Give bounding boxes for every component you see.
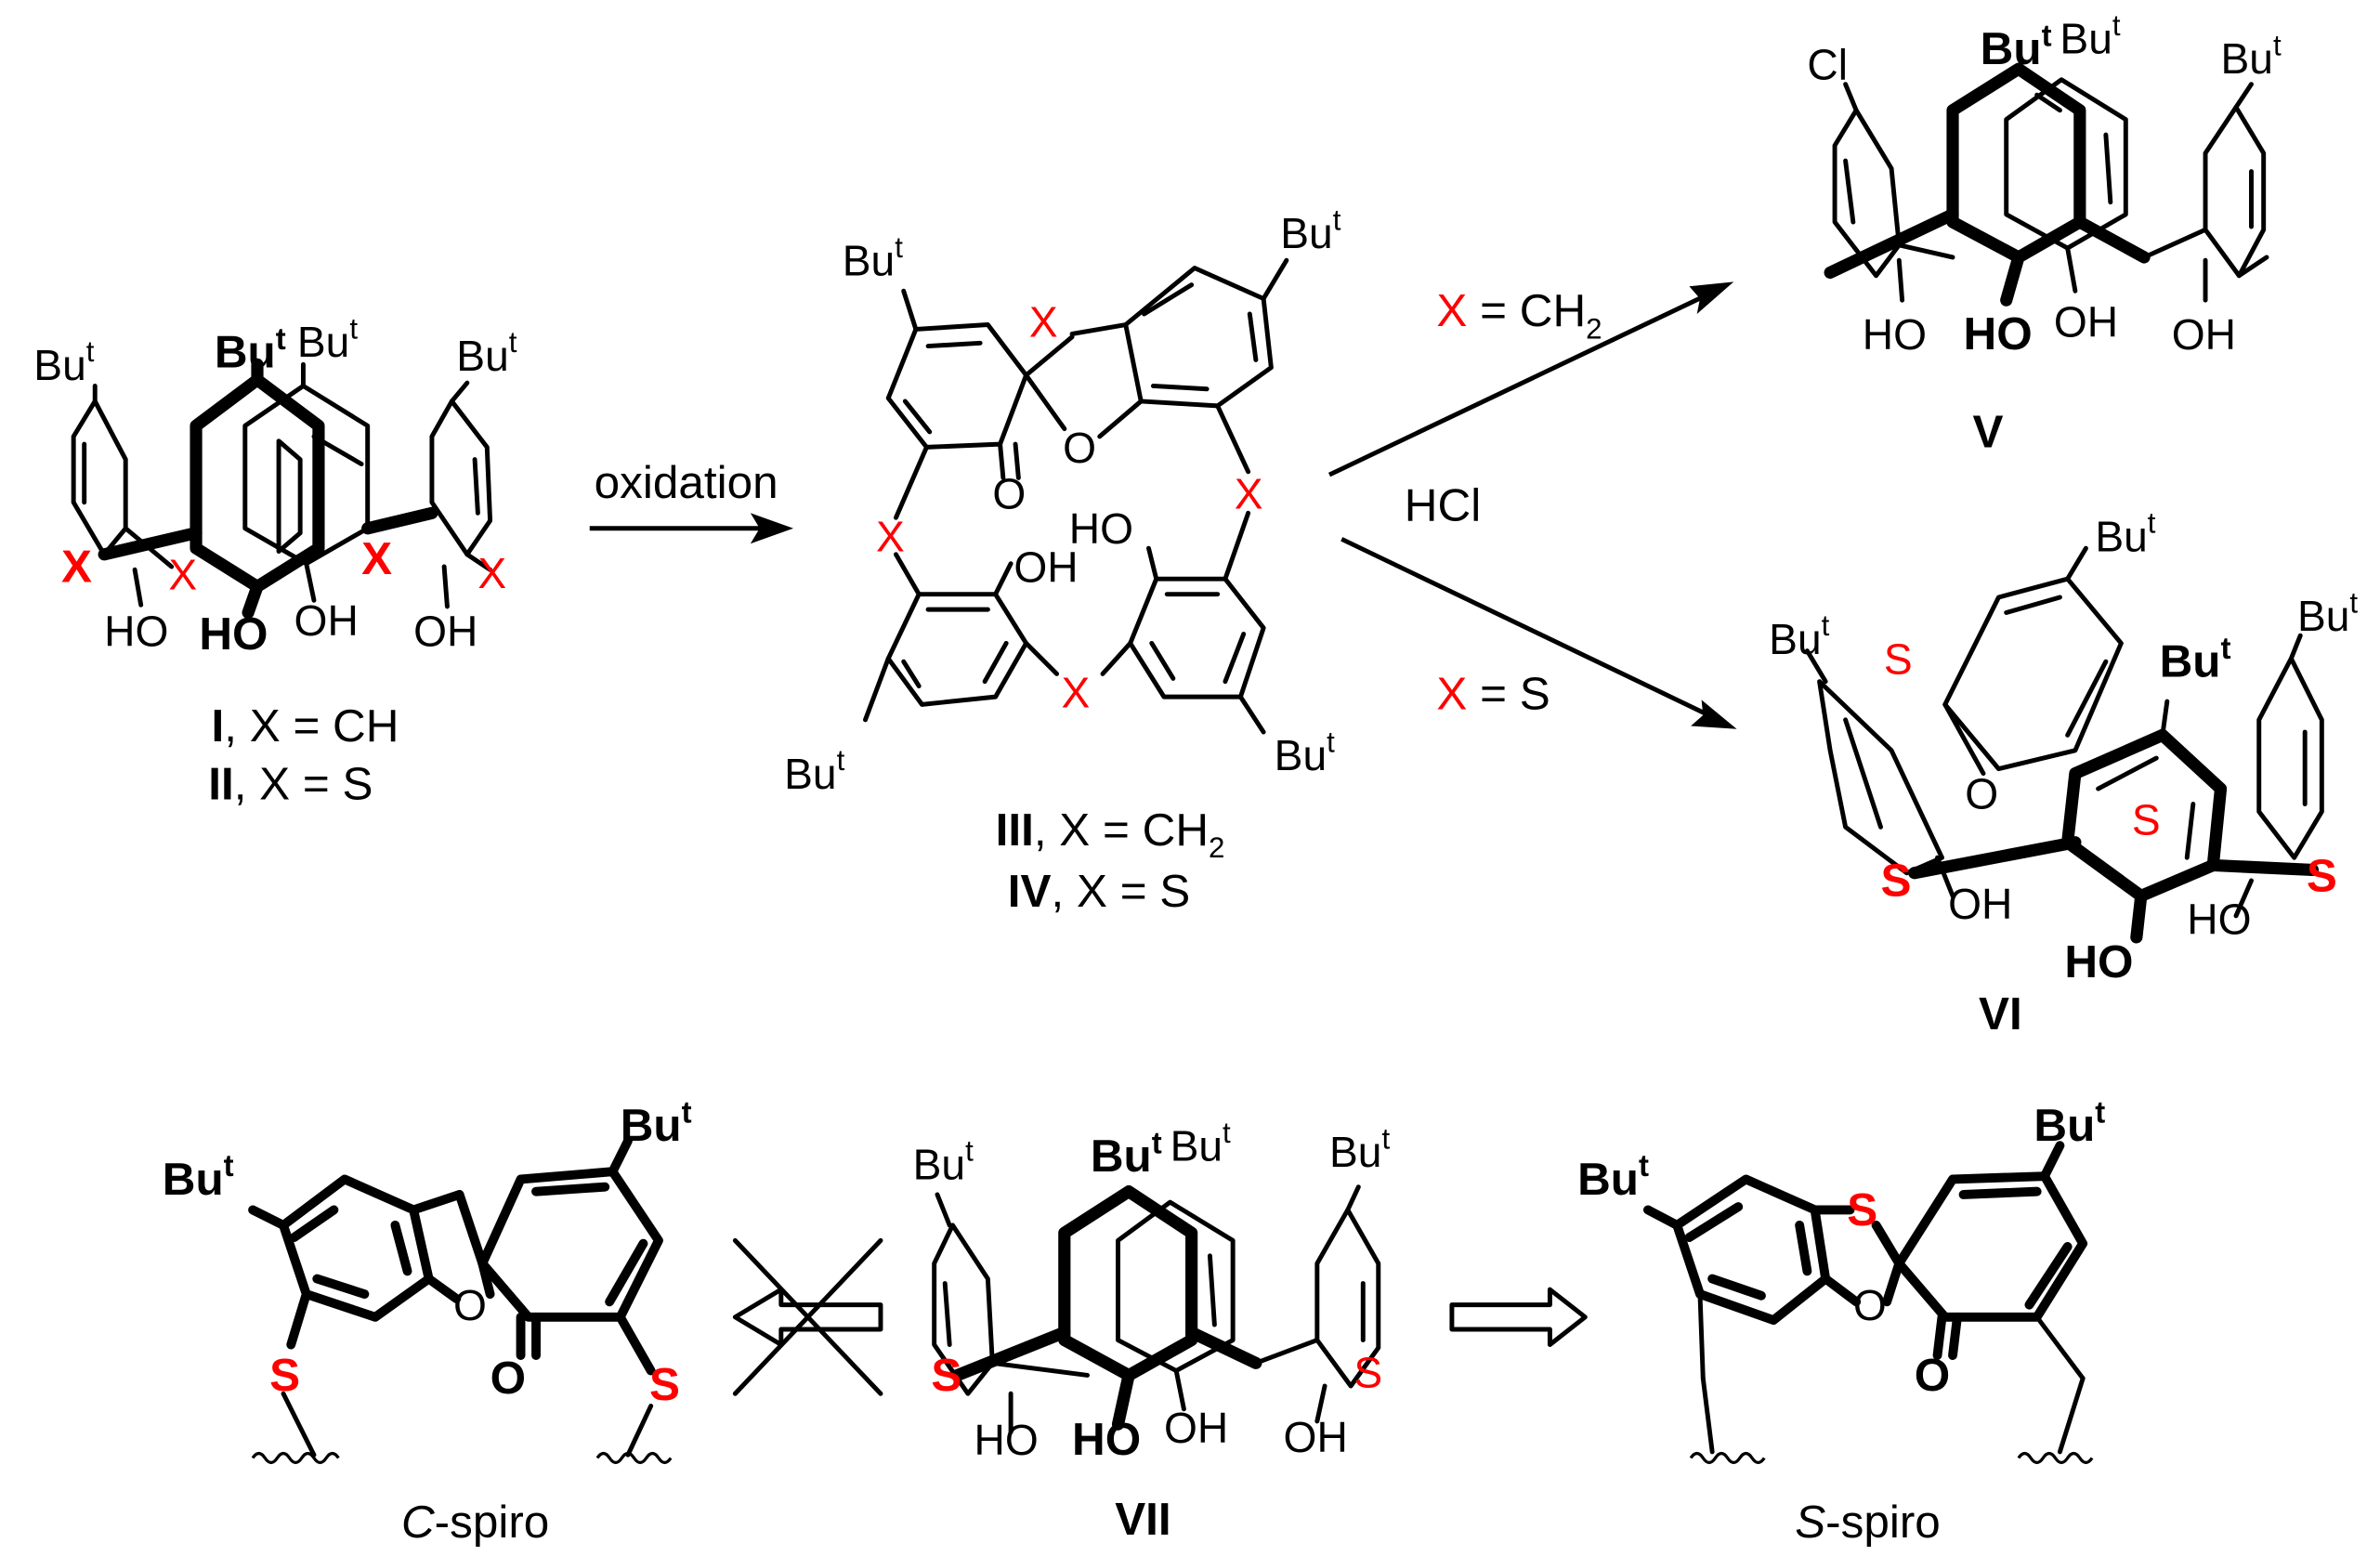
c-spiro-structure [248,1136,673,1465]
compound-I-caption: I, X = CH [212,700,399,752]
hydroxyl-label: OH [1013,543,1078,591]
but-label: But [1170,1117,1231,1170]
ring-oxygen-label: O [1063,424,1096,472]
but-label: But [1577,1148,1649,1205]
hydroxyl-label: OH [1284,1413,1348,1461]
carbonyl-oxygen-label: O [992,469,1026,517]
but-label: But [297,312,358,366]
hydroxyl-label: HO [974,1416,1039,1464]
hydroxyl-label: OH [1948,880,2012,928]
condition-s-label: X = S [1436,668,1550,719]
sulfur-label: S [1881,855,1912,906]
x-bridge-label: X [168,551,197,599]
hydroxyl-label: HO [1072,1414,1141,1465]
calixarene-V-structure [1824,62,2269,307]
condition-ch2-label: X = CH2 [1436,285,1602,345]
but-label: But [1329,1122,1390,1176]
x-bridge-label: X [477,549,506,597]
x-bridge-label: X [1029,298,1058,347]
c-spiro-labels: But But O O S S C-spiro [163,1094,692,1548]
compound-II-caption: II, X = S [208,759,373,810]
hydroxyl-label: OH [1164,1404,1228,1452]
but-label: But [163,1148,234,1205]
but-label: But [1091,1125,1162,1182]
calixarene-V-labels: Cl But But But HO HO OH OH V [1807,9,2282,457]
sulfur-label: S [1884,634,1913,683]
but-label: But [1769,609,1829,663]
sulfur-label: S [2132,795,2161,843]
hydroxyl-label: OH [2054,298,2118,347]
c-spiro-caption: C-spiro [401,1497,549,1548]
but-label: But [2297,586,2358,640]
hydroxyl-label: HO [1964,308,2033,360]
compound-III-caption: III, X = CH2 [996,804,1225,864]
compound-VI-caption: VI [1979,988,2022,1040]
hydroxyl-label: HO [1069,504,1133,553]
hcl-arrows: X = CH2 HCl X = S [1327,281,1737,729]
calixarene-I-II-structure [71,358,493,620]
but-label: But [1280,203,1340,257]
x-bridge-label: X [1235,469,1263,517]
carbonyl-oxygen-label: O [1915,1350,1950,1401]
oxidation-label: oxidation [595,457,778,508]
s-spiro-caption: S-spiro [1795,1497,1941,1548]
carbonyl-oxygen-label: O [490,1353,526,1404]
but-label: But [2033,1094,2105,1151]
hydroxyl-label: HO [104,608,168,656]
hydroxyl-label: OH [413,608,477,656]
ring-oxygen-label: O [453,1281,487,1329]
but-label: But [2221,29,2282,83]
x-bridge-label: X [876,513,905,561]
s-spiro-structure [1642,1141,2094,1465]
compound-V-caption: V [1972,406,2003,457]
x-bridge-label: X [61,541,92,592]
hydroxyl-label: OH [2172,310,2236,359]
calixarene-VII-labels: But But But But S S HO HO OH OH VII [913,1117,1391,1545]
sulfur-label: S [269,1350,300,1401]
sulfur-label: S [1353,1349,1382,1397]
compound-IV-caption: IV, X = S [1008,866,1190,917]
x-bridge-label: X [361,533,392,584]
hydroxyl-label: HO [2064,936,2133,987]
hydroxyl-label: OH [294,596,359,645]
sulfur-label: S [931,1350,961,1401]
sulfur-label: S [2307,850,2337,901]
but-label: But [843,231,903,285]
but-label: But [215,321,286,378]
but-label: But [621,1094,692,1151]
sulfur-label: S [649,1359,680,1410]
but-label: But [33,335,94,389]
hydroxyl-label: HO [1863,310,1927,359]
x-bridge-label: X [1062,669,1091,717]
but-label: But [2160,631,2231,687]
hcl-label: HCl [1405,480,1481,531]
chloro-label: Cl [1807,41,1848,89]
ring-oxygen-label: O [1853,1281,1887,1329]
hydroxyl-label: HO [199,608,268,660]
blocked-hollow-arrow [732,1237,883,1396]
s-spiro-labels: But But S O O S-spiro [1577,1094,2105,1548]
calixarene-VI-structure [1804,545,2324,944]
but-label: But [913,1135,974,1189]
ring-oxygen-label: O [1965,769,1998,817]
spiro-III-IV-labels: But But X O O X X OH HO X But But III, X… [784,203,1341,917]
sulfur-label: S [1847,1184,1877,1236]
but-label: But [784,744,844,798]
calixarene-VII-structure [932,1184,1381,1434]
hydroxyl-label: HO [2187,896,2251,944]
calixarene-I-II-labels: But But But But X X X X HO HO OH OH I, X… [33,312,517,809]
spiro-III-IV-structure [863,257,1289,735]
compound-VII-caption: VII [1115,1494,1170,1545]
hollow-arrow [1449,1287,1588,1347]
but-label: But [2060,9,2120,63]
but-label: But [1275,726,1335,779]
but-label: But [2095,507,2155,561]
but-label: But [456,326,517,380]
oxidation-arrow: oxidation [589,457,794,544]
calixarene-VI-labels: But But But But S O S S S OH HO HO VI [1769,507,2358,1040]
but-label: But [1981,18,2052,74]
